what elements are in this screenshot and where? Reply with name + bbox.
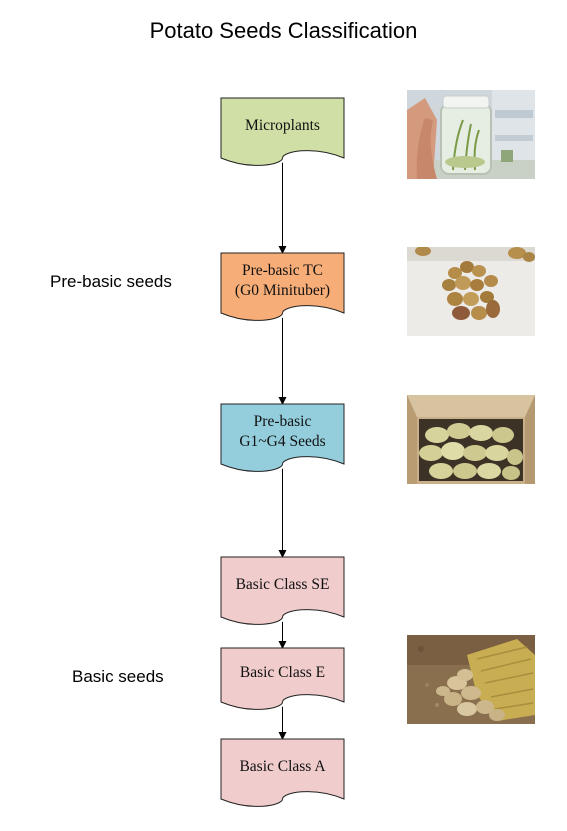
node-label: Basic Class SE (236, 576, 330, 593)
label-pre-basic-seeds: Pre-basic seeds (50, 272, 172, 291)
node-pre-basic-tc: Pre-basic TC (G0 Minituber) (220, 252, 345, 321)
node-label: (G0 Minituber) (235, 282, 330, 299)
field-sack-photo (407, 635, 535, 724)
minituber-pile-photo (407, 247, 535, 336)
node-label: Basic Class A (239, 758, 326, 775)
seed-box-photo (407, 395, 535, 484)
node-basic-class-e: Basic Class E (220, 647, 345, 710)
node-shape (220, 647, 345, 710)
node-shape (220, 97, 345, 166)
label-basic-seeds: Basic seeds (72, 667, 164, 686)
node-microplants: Microplants (220, 97, 345, 166)
node-shape (220, 556, 345, 625)
node-label: Pre-basic TC (242, 262, 323, 279)
node-basic-class-se: Basic Class SE (220, 556, 345, 625)
node-shape (220, 252, 345, 321)
node-label: Pre-basic (254, 413, 312, 430)
node-label: Basic Class E (240, 664, 325, 681)
node-basic-class-a: Basic Class A (220, 738, 345, 807)
node-shape (220, 738, 345, 807)
node-label: G1~G4 Seeds (239, 433, 325, 450)
node-label: Microplants (245, 117, 320, 134)
microplant-jar-photo (407, 90, 535, 179)
node-shape (220, 403, 345, 472)
diagram-title: Potato Seeds Classification (149, 18, 418, 43)
